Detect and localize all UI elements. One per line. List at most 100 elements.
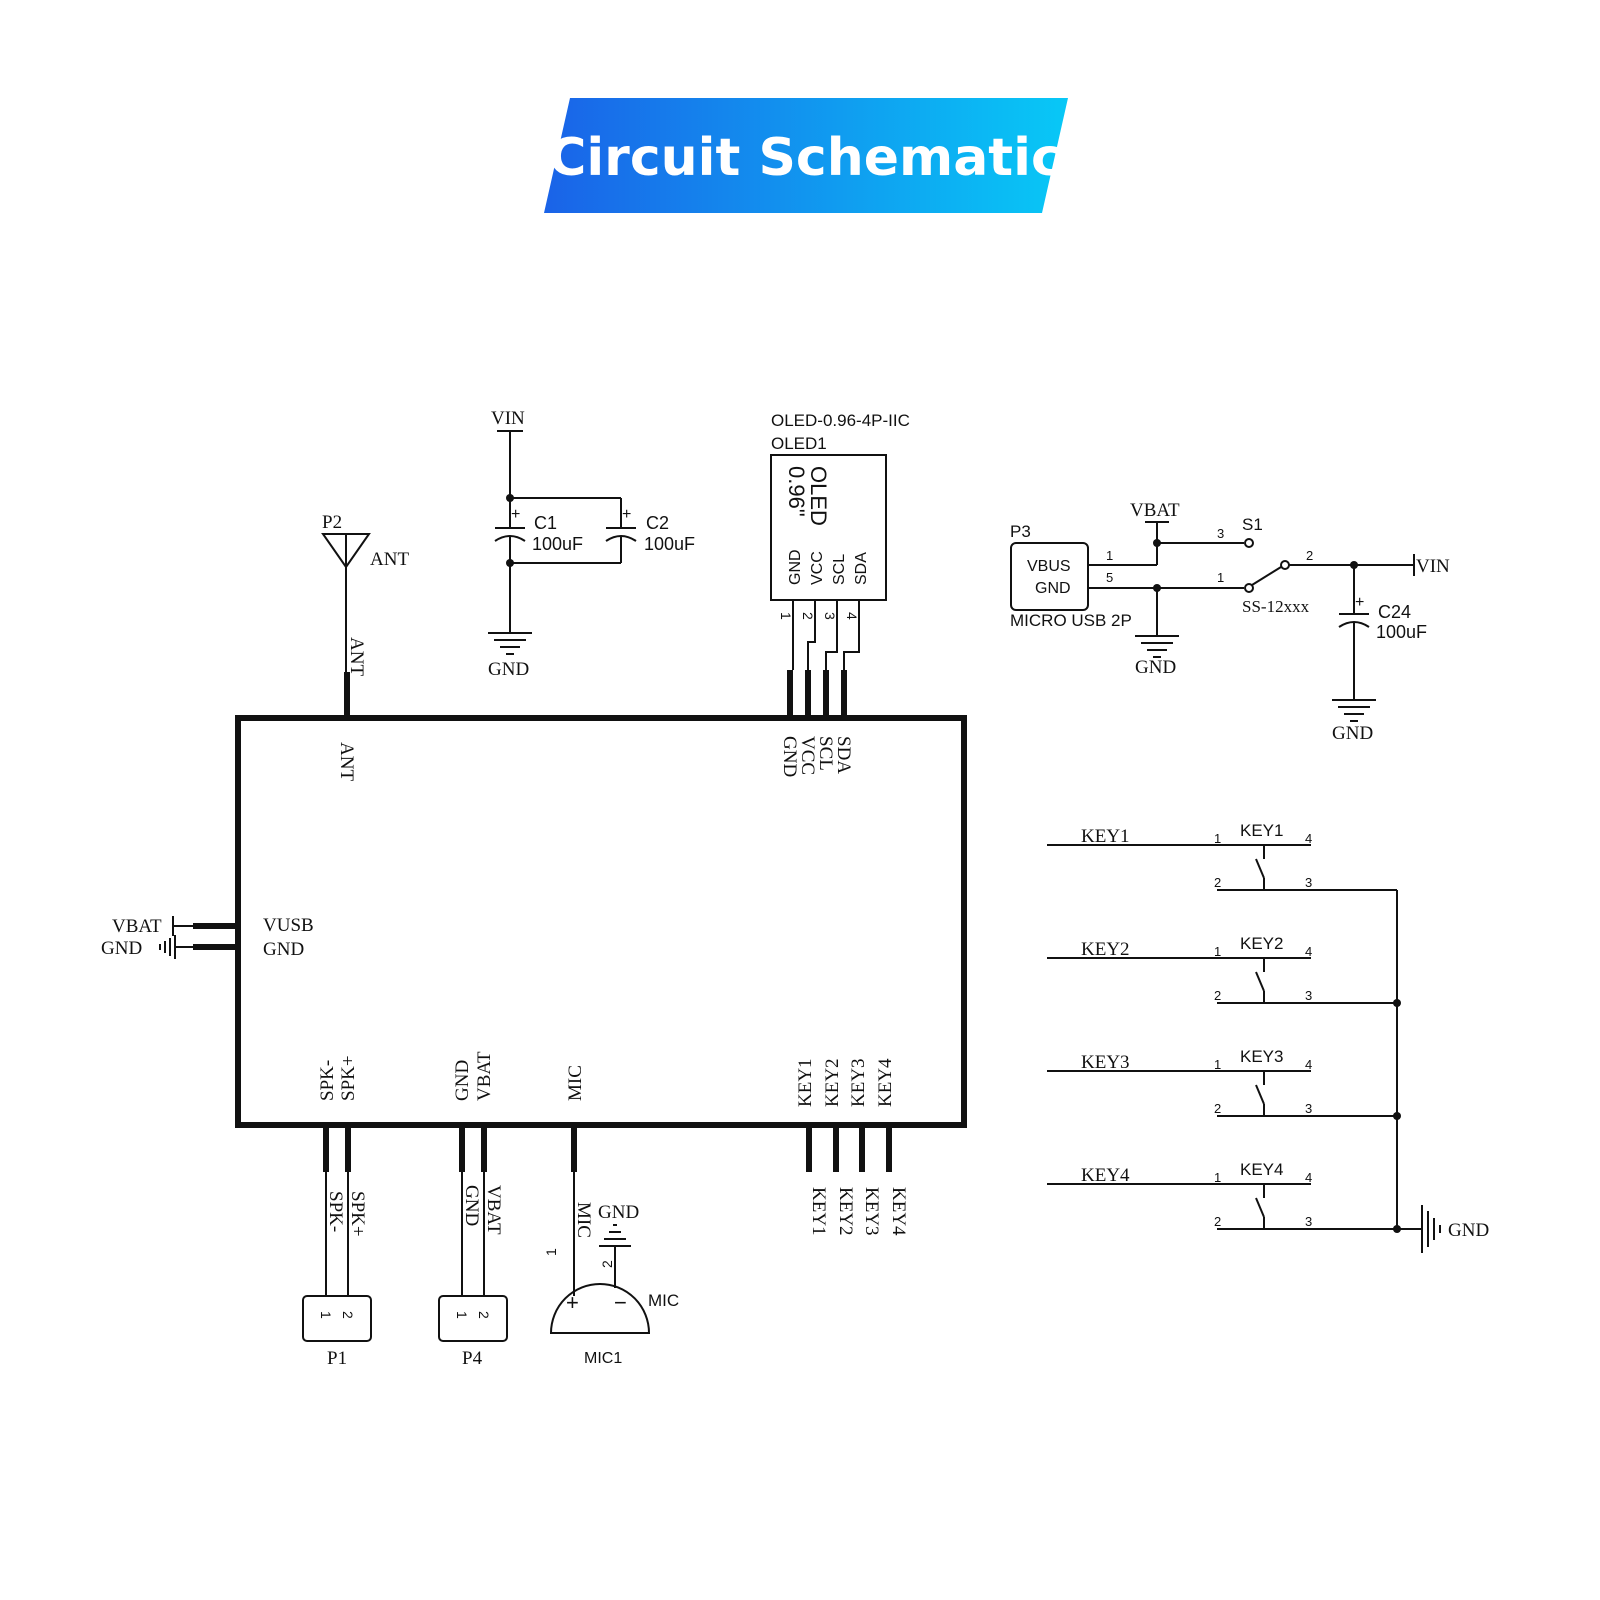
p1-wires (325, 1172, 349, 1296)
key-switch-1 (1047, 844, 1397, 891)
key2-pin-2: 2 (1214, 988, 1221, 1003)
oled-body (770, 454, 887, 601)
module-pin-gnd-bottom: GND (452, 1060, 473, 1101)
p4-ref: P4 (462, 1348, 483, 1369)
keys-gnd-label: GND (1448, 1220, 1489, 1241)
key1-pin-2: 2 (1214, 875, 1221, 890)
p1-net-spk-minus: SPK- (325, 1191, 346, 1232)
antenna-label: ANT (370, 549, 409, 570)
p4-pin-2: 2 (476, 1311, 492, 1319)
key2-pin-3: 3 (1305, 988, 1312, 1003)
module-pin-sda: SDA (833, 736, 854, 774)
key3-pin-2: 2 (1214, 1101, 1221, 1116)
key-switch-4 (1047, 1183, 1397, 1230)
connector-p4 (438, 1295, 508, 1342)
key3-net: KEY3 (1081, 1052, 1130, 1073)
key1-net: KEY1 (1081, 826, 1130, 847)
microphone-mic1 (549, 1172, 651, 1334)
key2-net-bottom: KEY2 (835, 1187, 856, 1236)
c24-gnd-label: GND (1332, 723, 1373, 744)
mic-label: MIC (648, 1291, 679, 1310)
c1-value: 100uF (532, 534, 583, 554)
key2-pin-1: 1 (1214, 944, 1221, 959)
key3-ref: KEY3 (1240, 1047, 1283, 1066)
oled-wires (792, 600, 860, 670)
module-pin-ant: ANT (336, 742, 357, 781)
c1-ref: C1 (534, 513, 557, 533)
antenna-ref: P2 (322, 512, 342, 533)
key3-net-bottom: KEY3 (861, 1187, 882, 1236)
key1-net-bottom: KEY1 (808, 1187, 829, 1236)
caps-gnd-label: GND (488, 659, 529, 680)
usb-body (1010, 542, 1089, 611)
module-pin-key1: KEY1 (795, 1058, 816, 1107)
oled-pin-num-2: 2 (800, 612, 816, 620)
mic-gnd-label: GND (598, 1202, 639, 1223)
module-pin-key4: KEY4 (875, 1058, 896, 1107)
antenna-p2 (321, 533, 371, 672)
key4-net-bottom: KEY4 (888, 1187, 909, 1236)
usb-pin-num-5: 5 (1106, 570, 1113, 585)
oled-part: OLED-0.96-4P-IIC (771, 411, 910, 430)
p1-pin-1: 1 (318, 1311, 334, 1319)
module-pin-scl: SCL (815, 736, 836, 771)
key3-pin-4: 4 (1305, 1057, 1312, 1072)
key2-ref: KEY2 (1240, 934, 1283, 953)
oled-pin-num-3: 3 (822, 612, 838, 620)
usb-vin-label: VIN (1416, 556, 1450, 577)
key4-ref: KEY4 (1240, 1160, 1283, 1179)
mic-minus: − (614, 1290, 627, 1315)
capacitor-network (488, 430, 637, 655)
mic-pin-1: 1 (543, 1248, 559, 1256)
module-pin-gnd-left: GND (263, 939, 304, 960)
key1-pin-4: 4 (1305, 831, 1312, 846)
module-pin-stubs (193, 670, 892, 1172)
module-pin-vusb: VUSB (263, 915, 314, 936)
c24-value: 100uF (1376, 622, 1427, 642)
c2-ref: C2 (646, 513, 669, 533)
module-pin-gnd-top: GND (779, 736, 800, 777)
usb-wires (1088, 521, 1244, 658)
key1-pin-1: 1 (1214, 831, 1221, 846)
usb-part: MICRO USB 2P (1010, 611, 1132, 630)
title-banner-shape (544, 98, 1068, 213)
oled-body-line1: OLED (806, 466, 831, 526)
keys-ground-bus (1393, 890, 1441, 1253)
key1-pin-3: 3 (1305, 875, 1312, 890)
switch-s1 (1244, 538, 1415, 593)
module-pin-key3: KEY3 (848, 1058, 869, 1107)
oled-pin-vcc: VCC (809, 551, 826, 585)
c24-plus: + (1355, 594, 1364, 611)
p1-net-spk-plus: SPK+ (347, 1191, 368, 1237)
module-pin-mic: MIC (565, 1065, 586, 1101)
mic-plus: + (566, 1290, 579, 1315)
module-pin-key2: KEY2 (822, 1058, 843, 1107)
p4-pin-1: 1 (454, 1311, 470, 1319)
oled-ref: OLED1 (771, 434, 827, 453)
usb-pin-vbus: VBUS (1027, 558, 1071, 575)
p1-pin-2: 2 (340, 1311, 356, 1319)
mic-net-label: MIC (573, 1202, 594, 1238)
page-title: Circuit Schematic (548, 128, 1062, 188)
p1-ref: P1 (327, 1348, 347, 1369)
left-vbat-label: VBAT (112, 916, 162, 937)
oled-pin-sda: SDA (853, 552, 870, 585)
key-switch-2 (1047, 957, 1397, 1004)
p4-net-vbat: VBAT (483, 1185, 504, 1235)
module-pin-vcc: VCC (797, 736, 818, 775)
usb-gnd-label: GND (1135, 657, 1176, 678)
connector-p1 (302, 1295, 372, 1342)
module-pin-spk-plus: SPK+ (338, 1055, 359, 1101)
p4-wires (461, 1172, 485, 1296)
p4-net-gnd: GND (461, 1185, 482, 1226)
mic-pin-2: 2 (599, 1260, 615, 1268)
antenna-net: ANT (346, 637, 367, 676)
c2-value: 100uF (644, 534, 695, 554)
oled-pin-gnd: GND (787, 549, 804, 585)
switch-ref: S1 (1242, 515, 1263, 534)
module-body (235, 715, 967, 1128)
key2-net: KEY2 (1081, 939, 1130, 960)
module-pin-spk-minus: SPK- (317, 1060, 338, 1101)
key3-pin-1: 1 (1214, 1057, 1221, 1072)
